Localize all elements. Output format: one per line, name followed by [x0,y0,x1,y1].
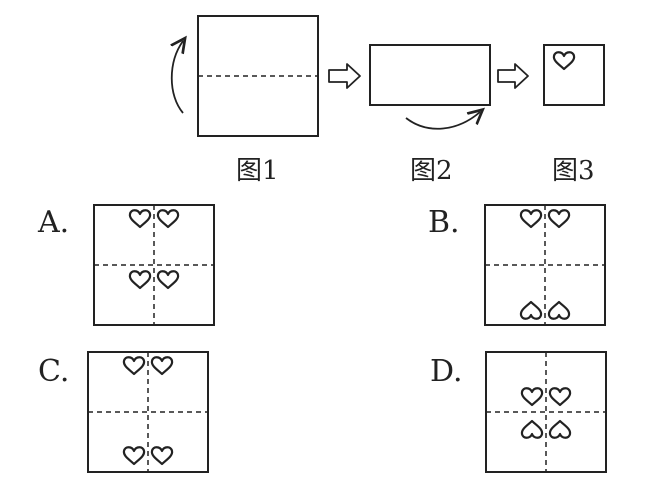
heart-icon [122,446,146,466]
next-step-arrow [497,63,529,89]
heart-inverted-icon [520,419,544,439]
figure-1-label: 图1 [236,156,279,186]
heart-icon [552,51,576,71]
heart-icon [150,356,174,376]
figure-2-label: 图2 [410,156,453,186]
option-a-square[interactable] [93,204,215,326]
heart-inverted-icon [519,300,543,320]
option-d-square[interactable] [485,351,607,473]
heart-icon [128,209,152,229]
option-b-square[interactable] [484,204,606,326]
fold-over-arrow [405,112,480,130]
heart-inverted-icon [547,300,571,320]
heart-icon [128,270,152,290]
heart-icon [156,209,180,229]
option-a-letter[interactable]: A. [38,205,70,240]
figure-2-rectangle [369,44,491,106]
heart-inverted-icon [548,419,572,439]
figure-3-label: 图3 [552,156,595,186]
figure-3-square [543,44,605,106]
heart-icon [156,270,180,290]
heart-icon [519,209,543,229]
heart-icon [520,387,544,407]
next-step-arrow [328,63,361,89]
heart-icon [547,209,571,229]
figure-1-square [197,15,319,137]
fold-up-arrow [172,41,183,114]
heart-icon [122,356,146,376]
option-b-letter[interactable]: B. [428,205,460,240]
option-c-square[interactable] [87,351,209,473]
option-d-letter[interactable]: D. [430,354,463,389]
heart-icon [548,387,572,407]
heart-icon [150,446,174,466]
option-c-letter[interactable]: C. [38,354,70,389]
